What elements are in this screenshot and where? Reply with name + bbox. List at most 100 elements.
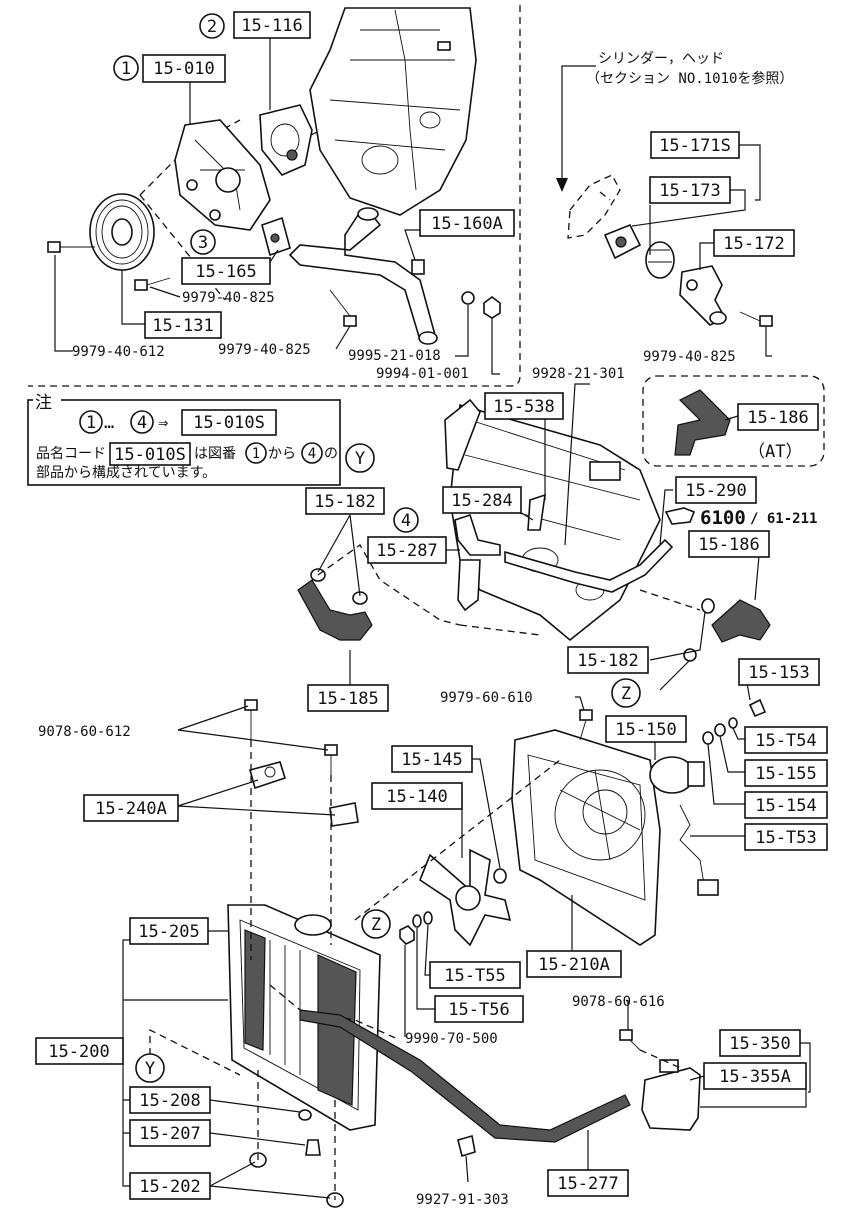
hose-15-186-at bbox=[674, 389, 731, 456]
pulley-15-131-part bbox=[89, 193, 155, 271]
engine-block-upper bbox=[309, 7, 477, 216]
part-number-9979-40-825-b: 9979-40-825 bbox=[218, 342, 311, 358]
label-15-172[interactable]: 15-172 bbox=[713, 229, 795, 257]
label-15-182-left[interactable]: 15-182 bbox=[305, 487, 385, 515]
fan-shroud-15-210A bbox=[511, 729, 661, 946]
label-15-538[interactable]: 15-538 bbox=[484, 392, 564, 420]
svg-text:…: … bbox=[104, 413, 114, 433]
label-15-171S[interactable]: 15-171S bbox=[650, 131, 740, 159]
part-number-9927-91-303: 9927-91-303 bbox=[416, 1192, 509, 1208]
at-note: （AT） bbox=[748, 442, 802, 462]
label-15-185[interactable]: 15-185 bbox=[307, 684, 389, 712]
label-15-153[interactable]: 15-153 bbox=[738, 658, 820, 686]
part-number-9995-21-018: 9995-21-018 bbox=[348, 348, 441, 364]
svg-text:は図番: は図番 bbox=[194, 446, 236, 462]
label-15-010-text: 15-010 bbox=[153, 59, 214, 79]
label-15-240A-text: 15-240A bbox=[95, 799, 167, 819]
radiator-mounts bbox=[249, 1109, 344, 1208]
motor-fasteners bbox=[702, 698, 767, 745]
part-number-9979-40-612: 9979-40-612 bbox=[72, 344, 165, 360]
svg-text:から: から bbox=[268, 446, 296, 462]
label-15-173[interactable]: 15-173 bbox=[649, 176, 731, 204]
label-15-182-right[interactable]: 15-182 bbox=[567, 646, 649, 674]
label-15-205-text: 15-205 bbox=[138, 922, 199, 942]
label-15-T53-text: 15-T53 bbox=[755, 828, 816, 848]
label-15-350[interactable]: 15-350 bbox=[719, 1029, 801, 1057]
label-15-284[interactable]: 15-284 bbox=[442, 486, 522, 514]
fan-nut-washers bbox=[399, 868, 507, 945]
label-15-154[interactable]: 15-154 bbox=[744, 791, 828, 819]
hose-15-284 bbox=[527, 493, 546, 531]
label-15-208[interactable]: 15-208 bbox=[129, 1086, 211, 1114]
label-15-T53[interactable]: 15-T53 bbox=[744, 823, 828, 851]
gasket-15-165-part bbox=[261, 216, 291, 257]
label-15-010[interactable]: 15-010 bbox=[142, 54, 226, 83]
part-number-9979-60-610: 9979-60-610 bbox=[440, 690, 533, 706]
label-15-277[interactable]: 15-277 bbox=[547, 1169, 629, 1197]
clip-9927-91-303 bbox=[457, 1134, 476, 1158]
label-15-150[interactable]: 15-150 bbox=[605, 715, 687, 743]
svg-text:⇒: ⇒ bbox=[158, 413, 168, 433]
svg-text:15-010S: 15-010S bbox=[114, 445, 186, 465]
label-15-171S-text: 15-171S bbox=[659, 136, 731, 156]
ref-6100-callout[interactable]: 6100 / 61-211 bbox=[664, 507, 817, 529]
nut-9994-part bbox=[483, 296, 501, 319]
hose-15-185 bbox=[297, 568, 373, 641]
bolt-pulley-1 bbox=[47, 241, 95, 253]
label-15-290[interactable]: 15-290 bbox=[675, 476, 757, 504]
ref-circle-2: 2 bbox=[199, 13, 225, 39]
label-15-140[interactable]: 15-140 bbox=[371, 782, 463, 810]
hose-15-186-main bbox=[711, 599, 771, 643]
label-15-155[interactable]: 15-155 bbox=[744, 759, 828, 787]
svg-text:2: 2 bbox=[207, 17, 217, 37]
thermostat-part bbox=[645, 241, 675, 279]
ref-circle-4: 4 bbox=[393, 507, 419, 533]
cylinder-head-note-line1: シリンダー，ヘッド bbox=[598, 51, 724, 67]
label-15-284-text: 15-284 bbox=[451, 491, 512, 511]
label-15-160A[interactable]: 15-160A bbox=[419, 209, 515, 237]
label-15-182-left-text: 15-182 bbox=[314, 492, 375, 512]
label-15-210A[interactable]: 15-210A bbox=[526, 950, 622, 978]
label-15-145[interactable]: 15-145 bbox=[391, 745, 473, 773]
svg-text:Y: Y bbox=[145, 1059, 155, 1079]
label-15-131-text: 15-131 bbox=[152, 316, 213, 336]
bolt-9078-60-616 bbox=[619, 1029, 641, 1051]
label-15-116[interactable]: 15-116 bbox=[233, 11, 311, 39]
label-15-240A[interactable]: 15-240A bbox=[83, 794, 179, 822]
label-15-287-text: 15-287 bbox=[376, 541, 437, 561]
svg-text:Z: Z bbox=[371, 915, 381, 935]
part-number-9979-40-825-a: 9979-40-825 bbox=[182, 290, 275, 306]
label-15-T55[interactable]: 15-T55 bbox=[429, 961, 521, 989]
pipe-15-290 bbox=[504, 538, 674, 593]
label-15-T54[interactable]: 15-T54 bbox=[744, 726, 828, 754]
label-15-165[interactable]: 15-165 bbox=[181, 257, 271, 285]
hose-15-287 bbox=[454, 513, 501, 612]
ref-61-211-text: / 61-211 bbox=[750, 511, 817, 527]
label-15-153-text: 15-153 bbox=[748, 663, 809, 683]
bolt-pipe bbox=[329, 289, 357, 327]
label-15-355A[interactable]: 15-355A bbox=[703, 1062, 807, 1090]
label-15-186-at[interactable]: 15-186 bbox=[737, 403, 819, 431]
label-15-T56[interactable]: 15-T56 bbox=[434, 995, 524, 1023]
note-box bbox=[27, 399, 341, 486]
label-15-140-text: 15-140 bbox=[386, 787, 447, 807]
label-15-277-text: 15-277 bbox=[557, 1174, 618, 1194]
label-15-200[interactable]: 15-200 bbox=[35, 1037, 124, 1065]
ref-6100-text: 6100 bbox=[700, 507, 746, 529]
label-15-T54-text: 15-T54 bbox=[755, 731, 816, 751]
bracket-15-240A-upper bbox=[249, 761, 286, 790]
label-15-207[interactable]: 15-207 bbox=[129, 1119, 211, 1147]
svg-text:品名コード: 品名コード bbox=[36, 446, 106, 462]
label-15-202-text: 15-202 bbox=[139, 1177, 200, 1197]
label-15-287[interactable]: 15-287 bbox=[367, 536, 447, 564]
label-15-205[interactable]: 15-205 bbox=[129, 917, 209, 945]
label-15-202[interactable]: 15-202 bbox=[129, 1172, 211, 1200]
label-15-186-at-text: 15-186 bbox=[747, 408, 808, 428]
label-15-186[interactable]: 15-186 bbox=[688, 530, 770, 558]
label-15-210A-text: 15-210A bbox=[538, 955, 610, 975]
label-15-290-text: 15-290 bbox=[685, 481, 746, 501]
bolt-pulley-2 bbox=[134, 277, 171, 291]
svg-text:Z: Z bbox=[621, 684, 631, 704]
part-number-9979-40-825-c: 9979-40-825 bbox=[643, 349, 736, 365]
label-15-131[interactable]: 15-131 bbox=[144, 311, 222, 339]
